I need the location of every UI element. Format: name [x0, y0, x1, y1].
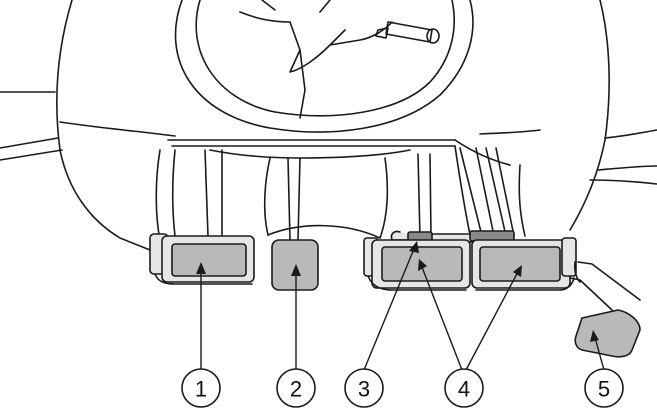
pedal-3-4-brake-pair — [363, 230, 577, 291]
callout-2-label: 2 — [290, 377, 302, 402]
turn-signal-stalk — [375, 21, 440, 44]
pedal-1-clutch — [149, 233, 255, 285]
callout-arrowheads — [196, 241, 599, 342]
pedal-2 — [271, 239, 319, 291]
pedal-5-throttle — [569, 261, 641, 358]
callout-4-label: 4 — [458, 377, 470, 402]
callout-1-label: 1 — [195, 377, 207, 402]
steering-wheel — [174, 0, 474, 133]
pedal-arms — [204, 147, 515, 241]
callout-circles — [181, 368, 624, 408]
callout-labels: 1 2 3 4 5 — [195, 377, 610, 402]
callout-5-label: 5 — [598, 377, 610, 402]
callout-3-label: 3 — [358, 377, 370, 402]
dashboard-outline — [0, 0, 657, 251]
